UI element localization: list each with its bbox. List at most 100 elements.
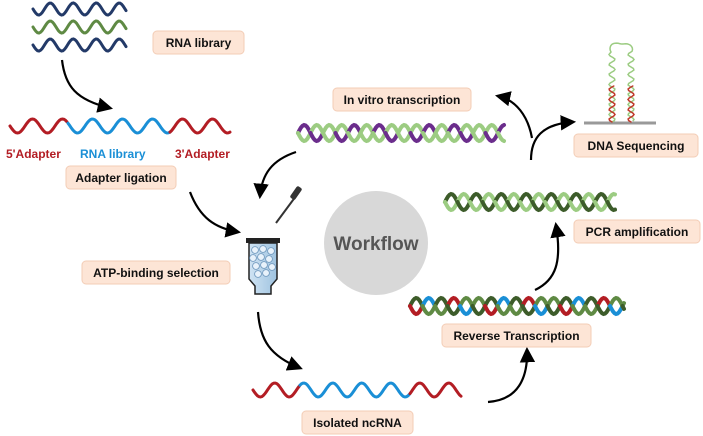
ivt-strand-b-9	[408, 131, 425, 144]
rt-strand-b-17	[620, 304, 626, 311]
reverse-transcription-helix	[408, 295, 626, 317]
selection-column-icon	[246, 186, 302, 295]
rt-strand-b-11	[545, 304, 562, 317]
label-adapter-ligation: Adapter ligation	[65, 165, 177, 190]
rt-strand-b-15	[595, 304, 612, 317]
ivt-strand-b-14	[471, 122, 487, 135]
rt-strand-a-14	[583, 304, 599, 317]
adapter-rna-label: RNA library	[80, 147, 146, 161]
bead-4	[257, 253, 265, 261]
rt-strand-a-9	[520, 295, 537, 308]
ivt-strand-a-4	[346, 131, 362, 144]
label-pcr-amplification: PCR amplification	[573, 219, 701, 244]
pipette-tip	[275, 195, 297, 224]
pcr-strand-a-7	[530, 191, 547, 204]
rt-strand-b-12	[558, 295, 574, 308]
pcr-strand-b-13	[605, 200, 617, 213]
ivt-strand-b-15	[483, 131, 500, 144]
label-reverse-transcription: Reverse Transcription	[441, 323, 592, 348]
bead-8	[268, 263, 276, 271]
adapter-3-segment	[168, 117, 232, 135]
ivt-strand-a-13	[458, 122, 475, 135]
ivt-strand-a-0	[296, 131, 312, 144]
rt-strand-a-10	[533, 304, 549, 317]
in-vitro-transcription-helix	[296, 122, 506, 144]
isolated-red-right	[408, 381, 463, 399]
pcr-strand-b-7	[530, 200, 547, 213]
pcr-strand-a-9	[555, 191, 572, 204]
pipette-body	[290, 186, 302, 200]
label-isolated-ncrna: Isolated ncRNA	[301, 410, 414, 435]
center-circle	[324, 191, 428, 295]
rt-strand-a-15	[595, 295, 612, 308]
ivt-strand-b-5	[358, 131, 375, 144]
rt-strand-b-9	[520, 304, 537, 317]
rna-strand-2	[31, 19, 128, 35]
bead-2	[267, 247, 275, 255]
rt-strand-b-13	[570, 304, 587, 317]
svg-text:In vitro transcription: In vitro transcription	[344, 93, 461, 107]
rt-strand-b-2	[433, 295, 449, 308]
bead-1	[259, 245, 267, 253]
rt-strand-b-6	[483, 295, 499, 308]
ivt-strand-b-3	[333, 131, 350, 144]
ivt-strand-b-4	[346, 122, 362, 135]
rt-strand-a-12	[558, 304, 574, 317]
rt-strand-a-0	[408, 304, 424, 317]
rt-strand-b-0	[408, 295, 424, 308]
arrow-ligation-to-selection	[188, 191, 242, 238]
rt-strand-b-14	[583, 295, 599, 308]
ivt-strand-b-6	[371, 122, 387, 135]
adapter-3-label: 3'Adapter	[175, 147, 230, 161]
pcr-strand-b-0	[443, 191, 459, 204]
rt-strand-a-6	[483, 304, 499, 317]
pcr-strand-b-8	[543, 191, 559, 204]
pcr-strand-a-13	[605, 191, 617, 204]
center-label: Workflow	[333, 234, 418, 255]
ivt-strand-a-8	[396, 131, 412, 144]
ivt-strand-b-13	[458, 131, 475, 144]
pcr-strand-a-0	[443, 200, 459, 213]
svg-text:ATP-binding selection: ATP-binding selection	[93, 266, 219, 280]
label-rna-library: RNA library	[152, 30, 245, 55]
pcr-strand-a-8	[543, 200, 559, 213]
ivt-strand-a-11	[433, 122, 450, 135]
rt-strand-b-1	[420, 304, 437, 317]
pcr-strand-b-3	[480, 200, 497, 213]
ivt-strand-b-10	[421, 122, 437, 135]
arrow-selection-to-isolated	[256, 311, 303, 371]
hairpin-red-right	[627, 85, 635, 123]
rt-strand-a-4	[458, 304, 474, 317]
ivt-strand-b-11	[433, 131, 450, 144]
svg-text:Reverse Transcription: Reverse Transcription	[453, 329, 579, 343]
pcr-strand-b-10	[568, 191, 584, 204]
pcr-strand-a-4	[493, 200, 509, 213]
svg-text:Adapter ligation: Adapter ligation	[75, 171, 166, 185]
pcr-helix	[443, 191, 617, 213]
arrow-to-invitro	[494, 91, 534, 139]
rt-strand-b-5	[470, 304, 487, 317]
arrow-isolated-to-rt	[487, 346, 536, 404]
ivt-strand-a-16	[496, 131, 506, 143]
rt-strand-b-10	[533, 295, 549, 308]
rt-strand-b-7	[495, 304, 512, 317]
ivt-strand-a-14	[471, 131, 487, 144]
rna-strand-1	[31, 1, 128, 17]
adapter-rna-segment	[66, 117, 172, 135]
flow-arrows	[60, 59, 577, 404]
rna-strand-3	[31, 37, 128, 53]
rt-strand-b-16	[608, 295, 624, 308]
pcr-strand-b-1	[455, 200, 472, 213]
ivt-strand-a-2	[321, 131, 337, 144]
rt-strand-a-13	[570, 295, 587, 308]
pcr-strand-a-5	[505, 191, 522, 204]
pcr-strand-a-11	[580, 191, 597, 204]
rt-strand-a-16	[608, 304, 624, 317]
column-beads	[249, 245, 276, 278]
ivt-strand-b-7	[383, 131, 400, 144]
ivt-strand-b-16	[496, 123, 506, 135]
pcr-strand-a-12	[593, 200, 609, 213]
ivt-strand-b-12	[446, 122, 462, 135]
hairpin-strand	[608, 42, 635, 123]
